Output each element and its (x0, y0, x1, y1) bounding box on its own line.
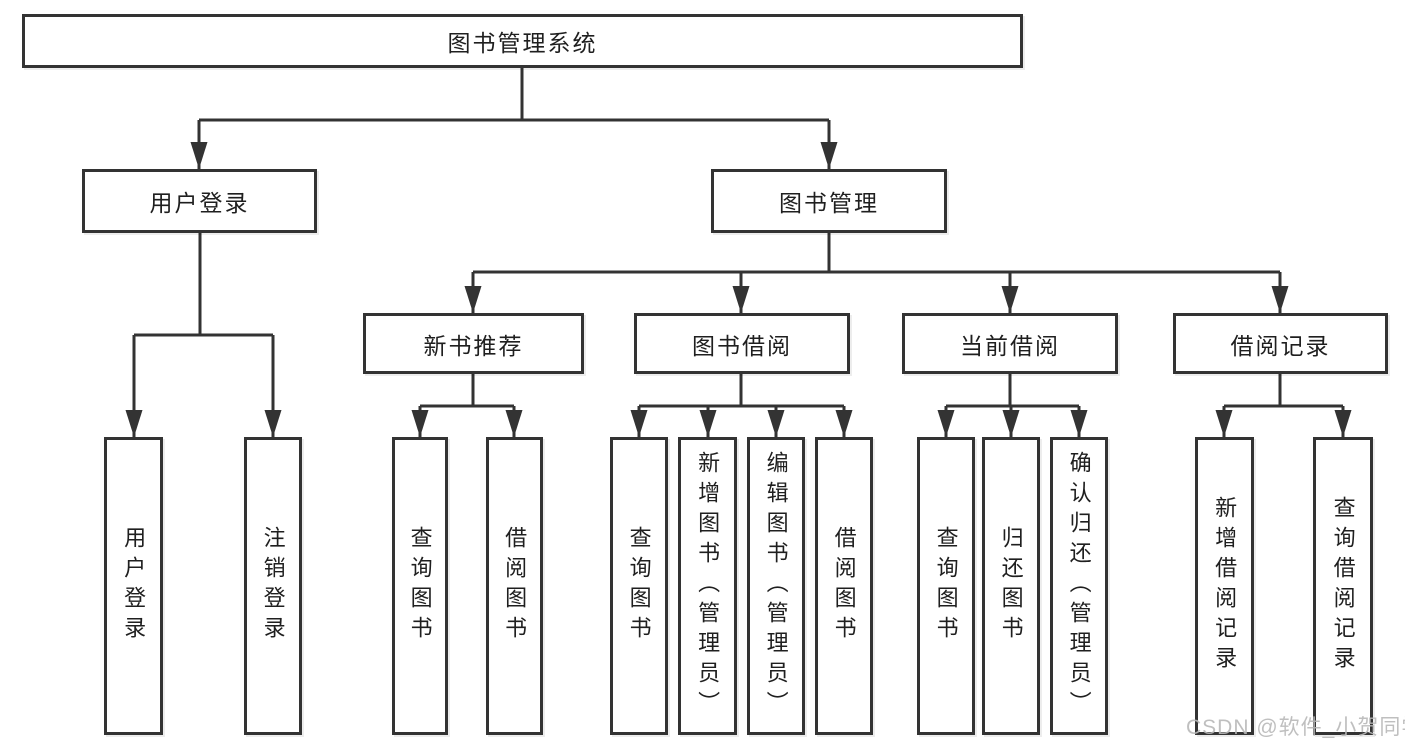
leaf-label: 归还图书 (998, 526, 1024, 646)
leaf-label: 查询图书 (626, 526, 652, 646)
leaf-label: 查询借阅记录 (1330, 496, 1356, 676)
node-label: 新书推荐 (423, 332, 524, 359)
leaf-add-book-admin: 新增图书（管理员） (678, 437, 737, 735)
leaf-query-book-current: 查询图书 (917, 437, 975, 735)
leaf-query-book-borrow: 查询图书 (610, 437, 668, 735)
leaf-query-borrow-record: 查询借阅记录 (1313, 437, 1373, 735)
node-label: 用户登录 (149, 190, 250, 216)
node-book-management: 图书管理 (711, 169, 947, 233)
leaf-label: 查询图书 (407, 526, 433, 646)
node-new-book-recommend: 新书推荐 (363, 313, 584, 374)
leaf-add-borrow-record: 新增借阅记录 (1195, 437, 1254, 735)
leaf-label: 编辑图书（管理员） (763, 451, 789, 721)
node-label: 当前借阅 (960, 332, 1060, 359)
leaf-edit-book-admin: 编辑图书（管理员） (747, 437, 805, 735)
node-borrow-record: 借阅记录 (1173, 313, 1388, 374)
leaf-label: 新增图书（管理员） (695, 451, 721, 721)
leaf-label: 新增借阅记录 (1212, 496, 1238, 676)
node-label: 图书借阅 (692, 332, 792, 359)
leaf-label: 借阅图书 (831, 526, 857, 646)
leaf-label: 查询图书 (933, 526, 959, 646)
csdn-watermark: CSDN @软件_小贺同学 (1186, 716, 1405, 739)
leaf-logout-login: 注销登录 (244, 437, 302, 735)
leaf-borrow-book-recommend: 借阅图书 (486, 437, 543, 735)
node-root-library-system: 图书管理系统 (22, 14, 1023, 68)
leaf-confirm-return-admin: 确认归还（管理员） (1050, 437, 1108, 735)
leaf-label: 确认归还（管理员） (1066, 451, 1092, 721)
node-label: 图书管理 (779, 190, 879, 216)
arrowhead-icons (125, 142, 1352, 437)
leaf-return-book: 归还图书 (982, 437, 1040, 735)
leaf-borrow-book: 借阅图书 (815, 437, 873, 735)
node-label: 图书管理系统 (447, 30, 598, 56)
node-current-borrow: 当前借阅 (902, 313, 1118, 374)
leaf-user-login: 用户登录 (104, 437, 163, 735)
node-user-login: 用户登录 (82, 169, 317, 233)
node-book-borrow: 图书借阅 (634, 313, 850, 374)
leaf-label: 注销登录 (260, 526, 286, 646)
leaf-label: 借阅图书 (502, 526, 528, 646)
node-label: 借阅记录 (1230, 332, 1331, 359)
leaf-query-book-recommend: 查询图书 (392, 437, 448, 735)
leaf-label: 用户登录 (121, 526, 147, 646)
